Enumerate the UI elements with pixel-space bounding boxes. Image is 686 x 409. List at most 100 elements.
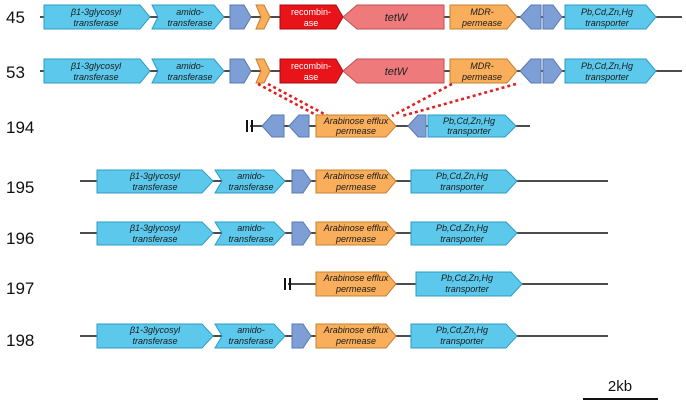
lane-198: 198 β1-3glycosyl transferase amido- tran… <box>6 323 608 350</box>
gene-small-blue <box>229 4 252 30</box>
svg-text:transferase: transferase <box>228 336 273 346</box>
svg-text:transferase: transferase <box>73 72 118 82</box>
gene-small-blue <box>229 58 252 84</box>
scale-bar: 2kb <box>583 378 658 400</box>
gene-amidotransferase: amido- transferase <box>214 323 286 349</box>
gene-b13-glycosyltransferase: β1-3glycosyl transferase <box>96 323 214 349</box>
svg-text:transferase: transferase <box>132 336 177 346</box>
gene-tetw: tetW <box>342 4 445 30</box>
svg-text:permease: permease <box>335 182 376 192</box>
gene-arabinose-efflux-permease: Arabinose efflux permease <box>315 271 397 297</box>
gene-b13-glycosyltransferase: β1-3glycosyl transferase <box>96 169 214 194</box>
svg-text:Pb,Cd,Zn,Hg: Pb,Cd,Zn,Hg <box>581 61 633 71</box>
svg-text:MDR-: MDR- <box>470 61 494 71</box>
gene-blue-rev <box>407 114 427 138</box>
svg-text:Arabinose efflux: Arabinose efflux <box>323 116 389 126</box>
svg-text:permease: permease <box>335 336 376 346</box>
lane-194: 194 Arabinose efflux permease Pb,Cd,Zn,H… <box>6 114 530 138</box>
gene-arabinose-efflux-permease: Arabinose efflux permease <box>315 323 397 349</box>
gene-blue-rev <box>519 4 542 30</box>
gene-recombinase: recombin- ase <box>279 4 344 30</box>
gene-pb-cd-zn-hg-transporter: Pb,Cd,Zn,Hg transporter <box>410 323 518 349</box>
svg-text:transferase: transferase <box>228 234 273 244</box>
svg-text:Arabinose efflux: Arabinose efflux <box>323 171 389 181</box>
svg-text:ase: ase <box>304 72 319 82</box>
gene-small-blue <box>291 169 312 194</box>
lane-195: 195 β1-3glycosyl transferase amido- tran… <box>6 169 608 197</box>
svg-text:amido-: amido- <box>237 171 265 181</box>
gene-blue-fwd <box>542 4 563 30</box>
svg-text:permease: permease <box>335 284 376 294</box>
lane-45: 45 β1-3glycosyl transferase amido- trans… <box>6 4 682 30</box>
homology-link <box>401 82 517 118</box>
gene-b13-glycosyltransferase: β1-3glycosyl transferase <box>43 4 151 30</box>
gene-pb-cd-zn-hg-transporter: Pb,Cd,Zn,Hg transporter <box>415 271 523 297</box>
svg-text:amido-: amido- <box>237 325 265 335</box>
gene-small-blue <box>291 323 312 349</box>
gene-pb-cd-zn-hg-transporter: Pb,Cd,Zn,Hg transporter <box>410 221 518 246</box>
svg-text:Arabinose efflux: Arabinose efflux <box>323 325 389 335</box>
gene-mdr-permease: MDR- permease <box>449 4 518 30</box>
svg-text:β1-3glycosyl: β1-3glycosyl <box>129 223 181 233</box>
contig-break <box>246 120 253 132</box>
gene-small-blue <box>291 221 312 246</box>
lane-196: 196 β1-3glycosyl transferase amido- tran… <box>6 221 608 248</box>
homology-link <box>257 82 319 118</box>
svg-text:transferase: transferase <box>228 182 273 192</box>
lane-label: 45 <box>6 8 25 27</box>
svg-text:Pb,Cd,Zn,Hg: Pb,Cd,Zn,Hg <box>441 273 493 283</box>
svg-text:permease: permease <box>461 18 502 28</box>
svg-text:transferase: transferase <box>132 182 177 192</box>
svg-text:transporter: transporter <box>585 72 630 82</box>
gene-blue-rev <box>288 114 310 138</box>
svg-text:permease: permease <box>461 72 502 82</box>
svg-text:amido-: amido- <box>176 7 204 17</box>
svg-text:MDR-: MDR- <box>470 7 494 17</box>
svg-text:Pb,Cd,Zn,Hg: Pb,Cd,Zn,Hg <box>581 7 633 17</box>
gene-b13-glycosyltransferase: β1-3glycosyl transferase <box>43 58 151 84</box>
gene-mdr-permease: MDR- permease <box>449 58 518 84</box>
svg-text:transporter: transporter <box>447 126 492 136</box>
gene-small-orange <box>255 4 271 30</box>
homology-link <box>391 82 453 118</box>
gene-amidotransferase: amido- transferase <box>214 169 286 194</box>
scale-bar-label: 2kb <box>608 378 632 395</box>
gene-recombinase: recombin- ase <box>279 58 344 84</box>
svg-text:Pb,Cd,Zn,Hg: Pb,Cd,Zn,Hg <box>436 325 488 335</box>
gene-arabinose-efflux-permease: Arabinose efflux permease <box>315 114 397 138</box>
svg-text:Arabinose efflux: Arabinose efflux <box>323 273 389 283</box>
gene-amidotransferase: amido- transferase <box>214 221 286 246</box>
gene-amidotransferase: amido- transferase <box>151 58 225 84</box>
lane-197: 197 Arabinose efflux permease Pb,Cd,Zn,H… <box>6 271 608 298</box>
gene-arabinose-efflux-permease: Arabinose efflux permease <box>315 221 397 246</box>
svg-text:transporter: transporter <box>440 336 485 346</box>
svg-text:β1-3glycosyl: β1-3glycosyl <box>129 325 181 335</box>
gene-b13-glycosyltransferase: β1-3glycosyl transferase <box>96 221 214 246</box>
svg-text:tetW: tetW <box>385 12 409 24</box>
homology-link <box>267 82 329 118</box>
svg-text:Arabinose efflux: Arabinose efflux <box>323 223 389 233</box>
gene-pb-cd-zn-hg-transporter: Pb,Cd,Zn,Hg transporter <box>410 169 518 194</box>
lane-label: 53 <box>6 63 25 82</box>
gene-blue-fwd <box>542 58 563 84</box>
lane-53: 53 β1-3glycosyl transferase amido- trans… <box>6 58 682 84</box>
svg-text:ase: ase <box>304 18 319 28</box>
gene-blue-rev <box>519 58 542 84</box>
svg-text:β1-3glycosyl: β1-3glycosyl <box>129 171 181 181</box>
svg-text:permease: permease <box>335 234 376 244</box>
svg-text:transferase: transferase <box>167 72 212 82</box>
svg-text:transferase: transferase <box>167 18 212 28</box>
lane-label: 196 <box>6 229 34 248</box>
svg-text:amido-: amido- <box>237 223 265 233</box>
gene-amidotransferase: amido- transferase <box>151 4 225 30</box>
gene-arabinose-efflux-permease: Arabinose efflux permease <box>315 169 397 194</box>
lane-label: 197 <box>6 279 34 298</box>
svg-text:transporter: transporter <box>585 18 630 28</box>
svg-text:transporter: transporter <box>440 234 485 244</box>
gene-tetw: tetW <box>342 58 445 84</box>
svg-text:recombin-: recombin- <box>291 61 331 71</box>
svg-text:permease: permease <box>335 126 376 136</box>
svg-text:transferase: transferase <box>73 18 118 28</box>
lane-label: 194 <box>6 118 34 137</box>
